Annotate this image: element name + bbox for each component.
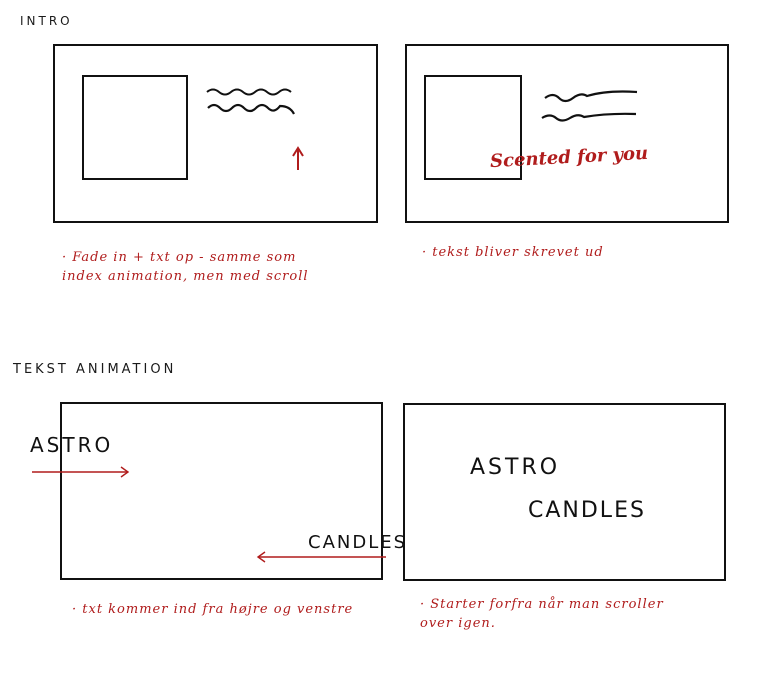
intro-frame-1-note: · Fade in + txt op - samme som index ani… — [62, 250, 309, 284]
up-arrow-icon — [292, 146, 304, 170]
right-arrow-icon — [32, 466, 130, 478]
squiggle-line-2b — [541, 112, 637, 122]
image-placeholder-1 — [82, 75, 188, 180]
intro-frame-2-note: · tekst bliver skrevet ud — [422, 245, 604, 260]
squiggle-line-1a — [206, 88, 292, 96]
intro-heading: INTRO — [20, 14, 73, 28]
left-arrow-icon — [256, 551, 386, 563]
tekst-frame-4 — [403, 403, 726, 581]
candles-word-final: CANDLES — [528, 498, 646, 523]
intro-frame-2 — [405, 44, 729, 223]
astro-word-final: ASTRO — [470, 455, 561, 480]
tekst-frame-3 — [60, 402, 383, 580]
tekst-frame-4-note: · Starter forfra når man scroller over i… — [420, 597, 664, 631]
intro-frame-1 — [53, 44, 378, 223]
candles-word-right: CANDLES — [308, 532, 408, 553]
tekst-frame-3-note: · txt kommer ind fra højre og venstre — [72, 602, 354, 617]
tekstanimation-heading: TEKST ANIMATION — [13, 362, 177, 377]
astro-word-left: ASTRO — [30, 433, 114, 457]
image-placeholder-2 — [424, 75, 522, 180]
squiggle-line-2a — [544, 90, 638, 103]
squiggle-line-1b — [207, 103, 295, 115]
